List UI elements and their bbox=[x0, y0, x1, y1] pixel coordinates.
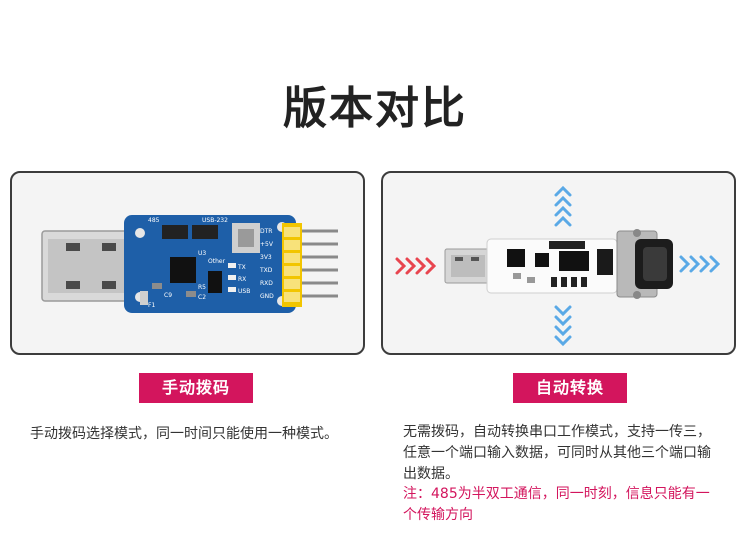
arrow-in-icon bbox=[395, 257, 437, 275]
label-3v3: 3V3 bbox=[260, 254, 272, 261]
manual-version-panel: 485 USB-232 DTR +5V 3V3 TXD RXD GND TX R… bbox=[10, 171, 365, 355]
label-usb-232: USB-232 bbox=[202, 217, 228, 224]
manual-description: 手动拨码选择模式，同一时间只能使用一种模式。 bbox=[30, 426, 338, 442]
label-c2: C2 bbox=[198, 294, 206, 301]
auto-switch-badge: 自动转换 bbox=[513, 373, 627, 403]
white-pcb bbox=[486, 238, 618, 294]
label-txd: TXD bbox=[259, 267, 273, 274]
auto-board-illustration bbox=[395, 185, 721, 347]
label-r5: R5 bbox=[198, 284, 206, 291]
label-other: Other bbox=[208, 258, 226, 265]
half-duplex-note: 注：485为半双工通信，同一时刻，信息只能有一个传输方向 bbox=[403, 486, 710, 523]
auto-description: 无需拨码，自动转换串口工作模式，支持一传三，任意一个端口输入数据，可同时从其他三… bbox=[403, 424, 711, 482]
arrow-out-up-icon bbox=[554, 185, 572, 227]
label-5v: +5V bbox=[260, 241, 274, 248]
label-f1: F1 bbox=[148, 302, 155, 309]
manual-board-illustration: 485 USB-232 DTR +5V 3V3 TXD RXD GND TX R… bbox=[41, 215, 338, 313]
label-u3: U3 bbox=[198, 250, 206, 257]
label-gnd: GND bbox=[260, 293, 274, 300]
arrow-out-right-icon bbox=[679, 255, 721, 273]
pin-header bbox=[282, 223, 338, 307]
label-usb: USB bbox=[238, 288, 250, 295]
label-c9: C9 bbox=[164, 292, 172, 299]
arrow-out-down-icon bbox=[554, 305, 572, 347]
label-tx: TX bbox=[237, 264, 246, 271]
label-485: 485 bbox=[148, 217, 160, 224]
blue-pcb bbox=[124, 215, 296, 313]
label-rxd: RXD bbox=[260, 280, 273, 287]
auto-version-panel bbox=[381, 171, 736, 355]
label-rx: RX bbox=[238, 276, 246, 283]
db9-connector bbox=[616, 229, 673, 299]
page-title: 版本对比 bbox=[283, 83, 467, 134]
manual-switch-badge: 手动拨码 bbox=[139, 373, 253, 403]
label-dtr: DTR bbox=[260, 228, 272, 235]
